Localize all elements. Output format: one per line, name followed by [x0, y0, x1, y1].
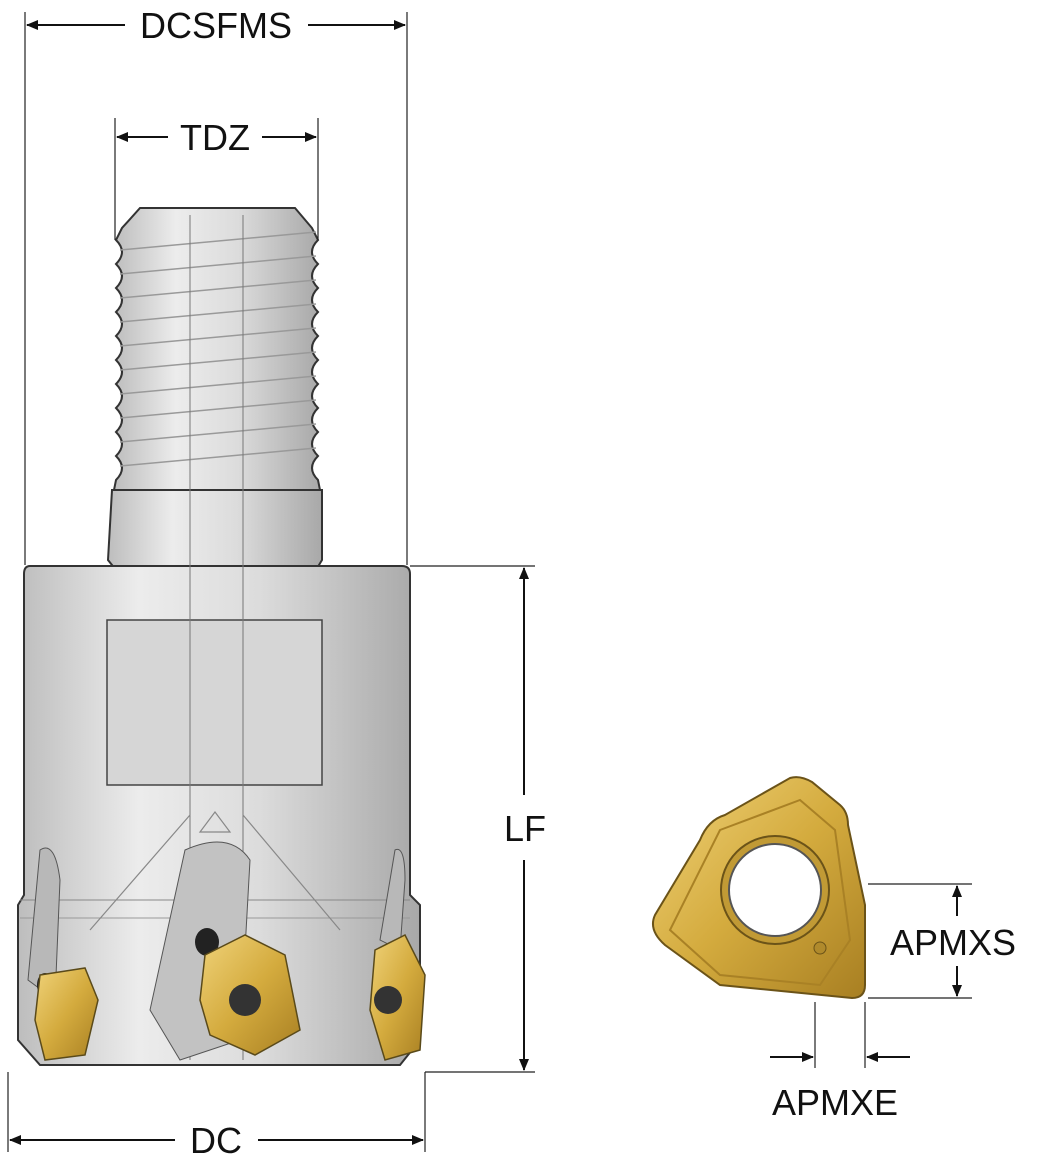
dimension-tdz: TDZ — [116, 117, 317, 158]
cutter-body — [17, 207, 426, 1066]
label-tdz: TDZ — [180, 117, 250, 158]
extension-lines — [7, 12, 972, 1152]
label-lf: LF — [504, 808, 546, 849]
dimension-apmxs: APMXS — [890, 885, 1016, 997]
dimension-lf: LF — [504, 567, 546, 1071]
shank-neck — [106, 489, 323, 571]
dimension-dcsfms: DCSFMS — [26, 5, 406, 46]
label-dcsfms: DCSFMS — [140, 5, 292, 46]
label-apmxs: APMXS — [890, 922, 1016, 963]
dimension-dc: DC — [9, 1120, 424, 1161]
cutter-insert — [34, 967, 99, 1061]
label-dc: DC — [190, 1120, 242, 1161]
dimension-apmxe: APMXE — [770, 1052, 910, 1123]
threaded-shank — [112, 207, 322, 491]
label-apmxe: APMXE — [772, 1082, 898, 1123]
wrench-flat — [106, 619, 323, 786]
insert — [652, 776, 866, 1000]
